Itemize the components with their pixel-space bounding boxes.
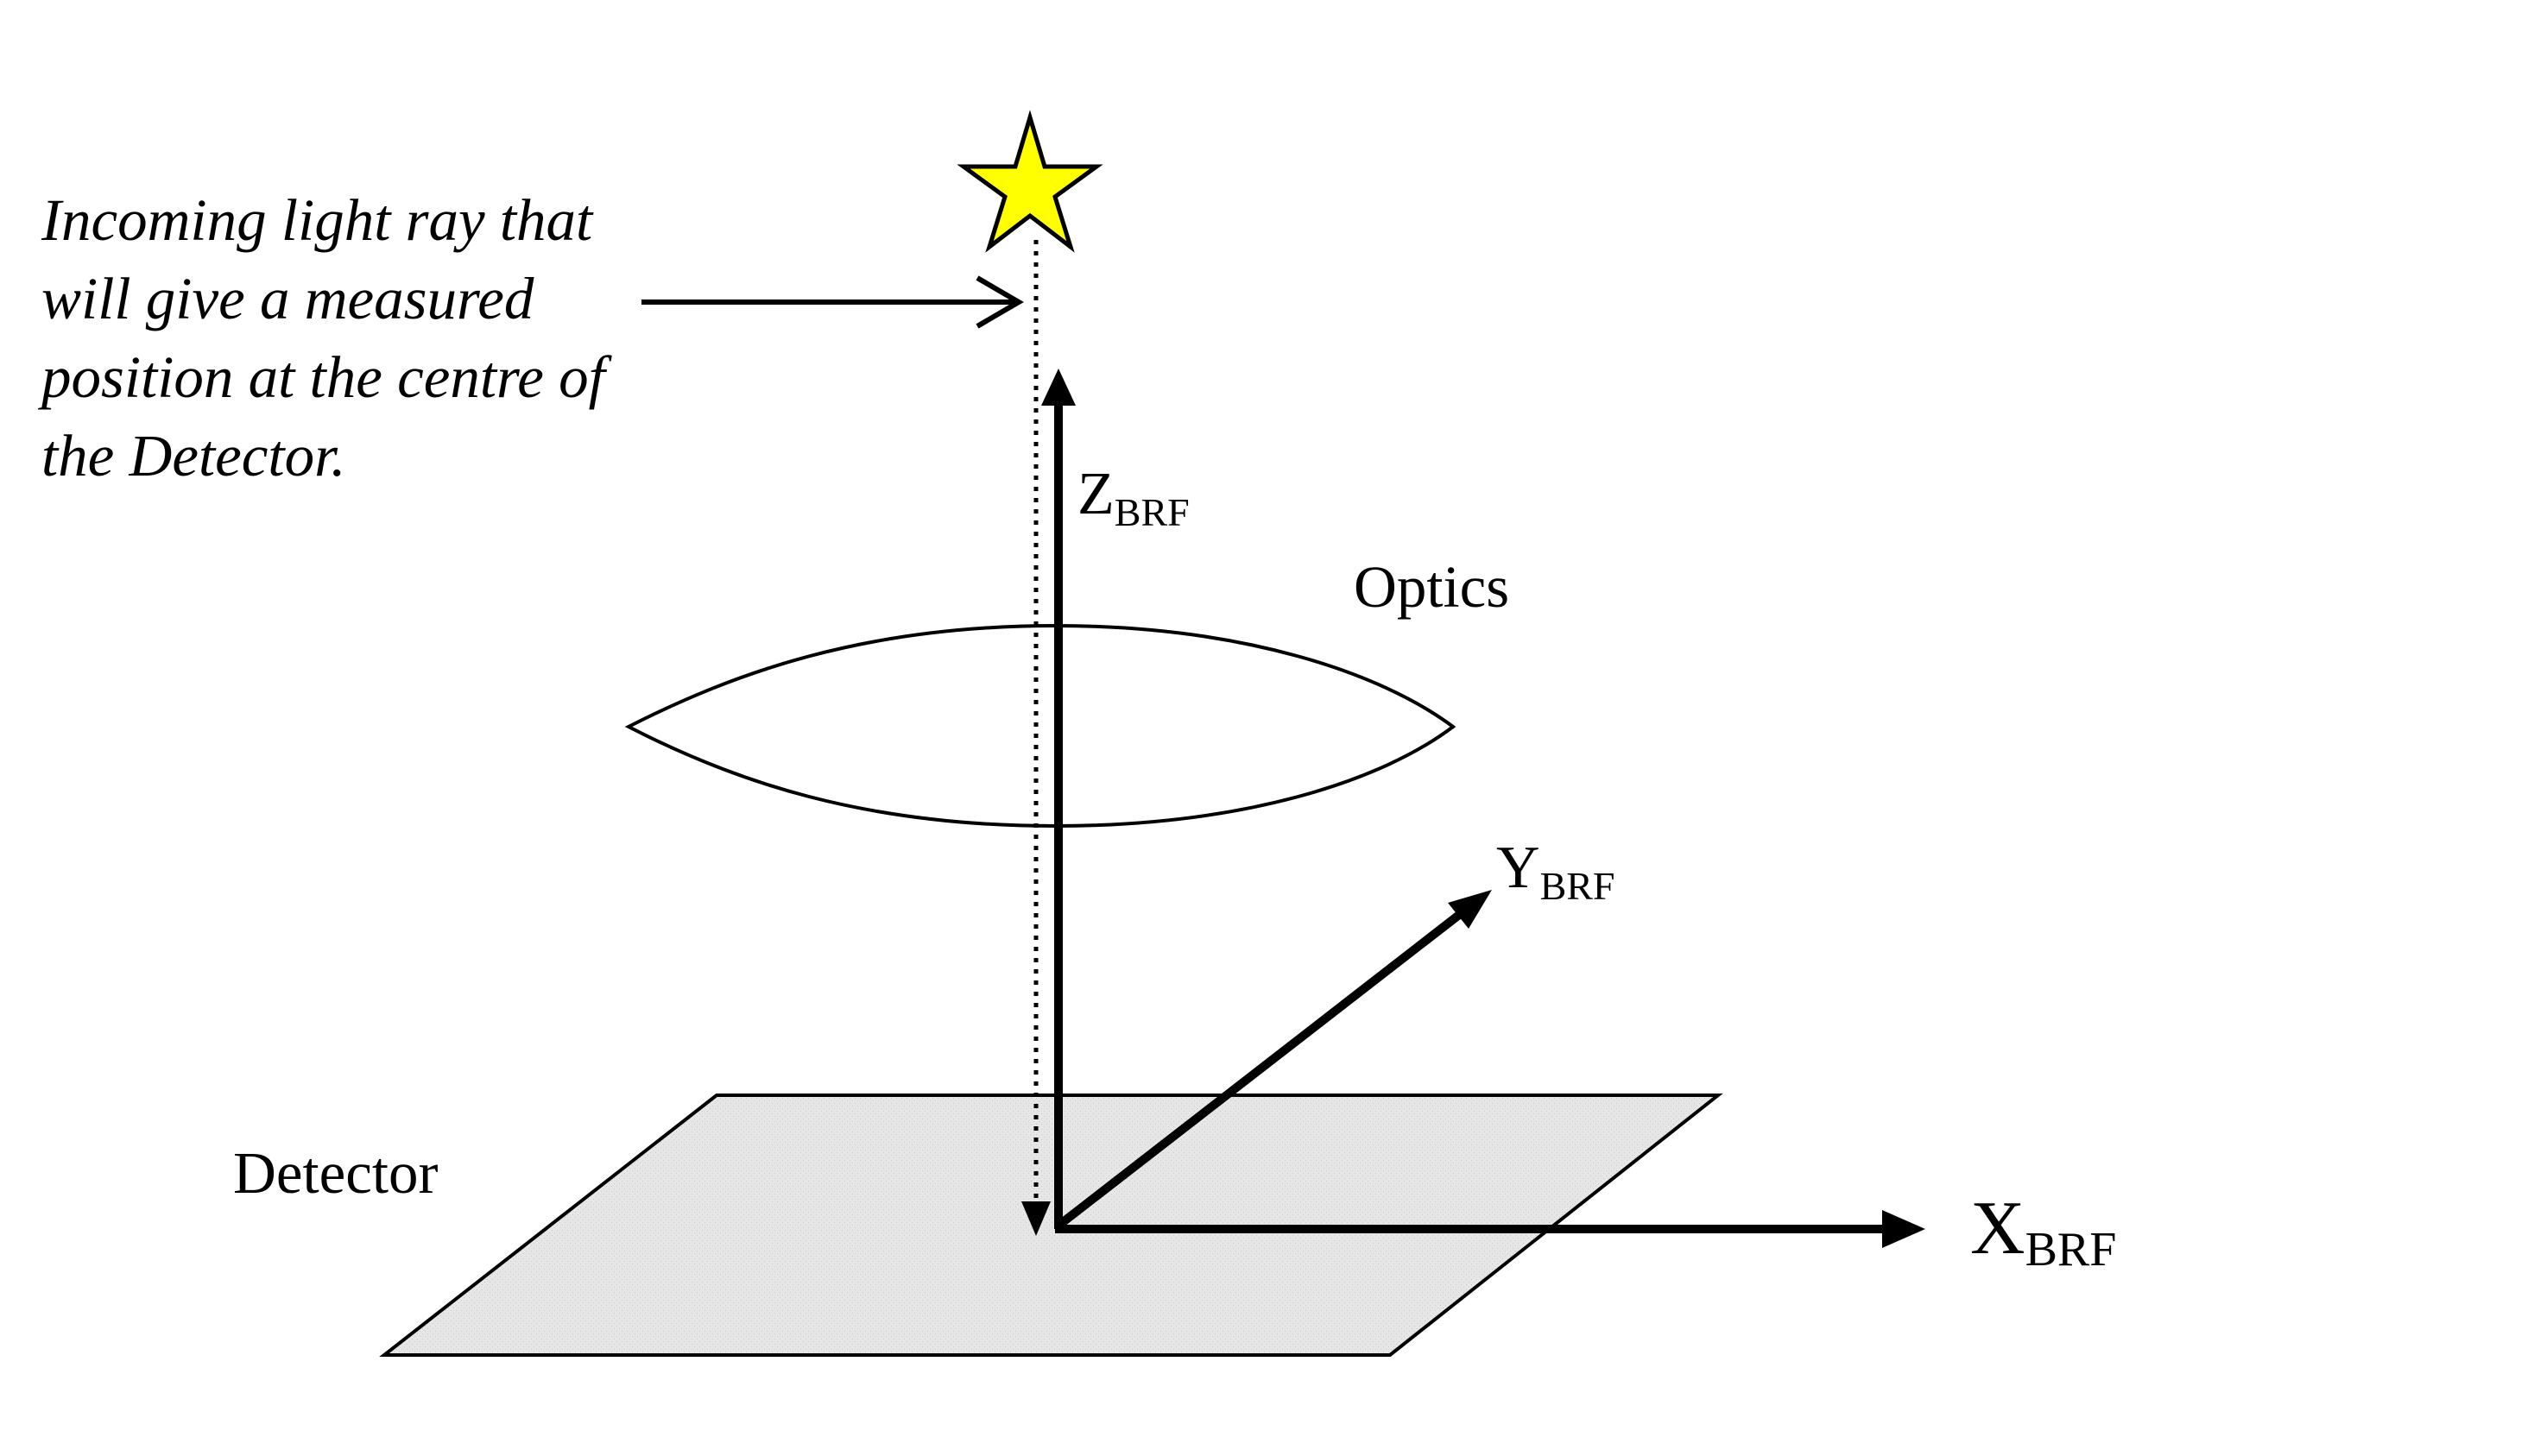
x-axis-label-main: X (1970, 1187, 2025, 1270)
y-axis-line (1055, 911, 1463, 1229)
x-axis-arrowhead (1882, 1210, 1925, 1248)
detector-label: Detector (233, 1140, 439, 1206)
optics-label: Optics (1354, 554, 1509, 620)
x-axis-label-sub: BRF (2025, 1223, 2117, 1276)
y-axis-label: YBRF (1496, 835, 1615, 908)
caption-line: Incoming light ray that (41, 187, 594, 253)
caption-line: position at the centre of (37, 344, 613, 410)
optics-lens (624, 623, 1456, 829)
caption-text: Incoming light ray that will give a meas… (37, 187, 620, 488)
y-axis-arrowhead (1448, 890, 1492, 929)
x-axis-label: XBRF (1970, 1187, 2116, 1276)
z-axis-label-main: Z (1077, 461, 1115, 527)
caption-pointer-arrowhead (976, 275, 1024, 329)
light-ray-arrowhead (1021, 1201, 1051, 1236)
detector-plane (379, 1094, 1723, 1357)
z-axis-label: ZBRF (1077, 461, 1190, 534)
y-axis-label-sub: BRF (1540, 864, 1615, 908)
caption-line: will give a measured (41, 266, 534, 331)
y-axis-label-main: Y (1496, 835, 1540, 901)
star-icon (957, 110, 1103, 253)
z-axis-arrowhead (1041, 369, 1076, 406)
z-axis-label-sub: BRF (1115, 490, 1190, 534)
caption-line: the Detector. (41, 423, 346, 488)
